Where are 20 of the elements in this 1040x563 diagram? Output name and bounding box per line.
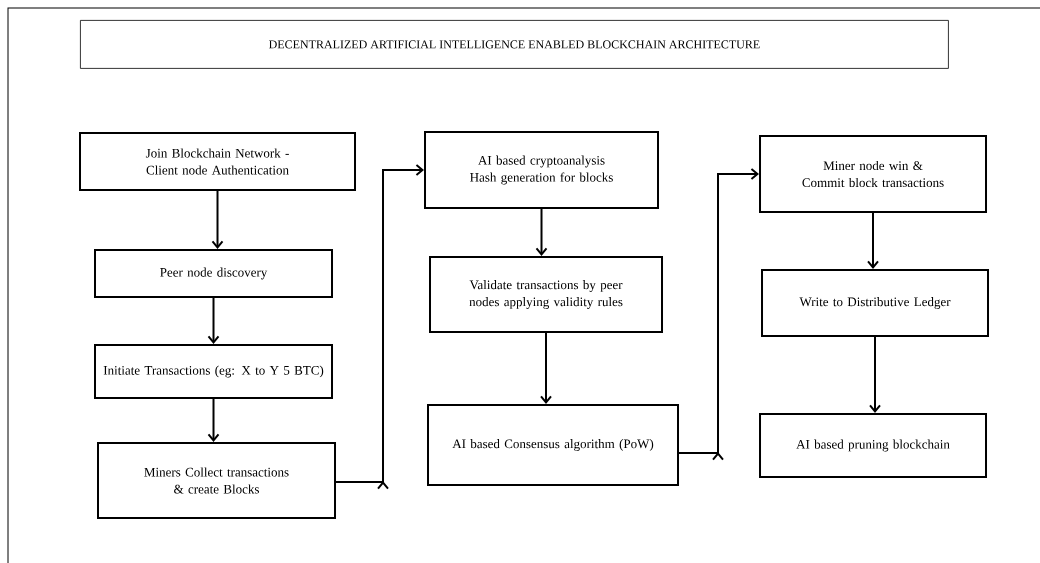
process-box: Initiate Transactions (eg: X to Y 5 BTC) [94, 344, 333, 399]
process-box: AI based pruning blockchain [759, 413, 987, 478]
process-box: Peer node discovery [94, 249, 333, 298]
arrow [535, 208, 548, 256]
arrow [867, 212, 879, 269]
arrow [540, 332, 552, 404]
process-box: AI based cryptoanalysis Hash generation for blocks [424, 131, 659, 209]
arrow [211, 190, 224, 249]
arrow [335, 164, 424, 490]
process-box: Miners Collect transactions & create Blocks [97, 442, 336, 519]
process-box: Join Blockchain Network - Client node Authentication [79, 132, 356, 191]
process-box: Miner node win & Commit block transactions [759, 135, 987, 213]
arrow [869, 336, 881, 413]
process-box: Validate transactions by peer nodes applying validity rules [429, 256, 663, 333]
process-box: AI based Consensus algorithm (PoW) [427, 404, 679, 486]
arrow [207, 297, 220, 344]
arrow [678, 168, 759, 461]
process-box: Write to Distributive Ledger [761, 269, 989, 337]
arrow [207, 398, 220, 442]
title-box: DECENTRALIZED ARTIFICIAL INTELLIGENCE ENABLED BLOCKCHAIN ARCHITECTURE [80, 20, 949, 69]
